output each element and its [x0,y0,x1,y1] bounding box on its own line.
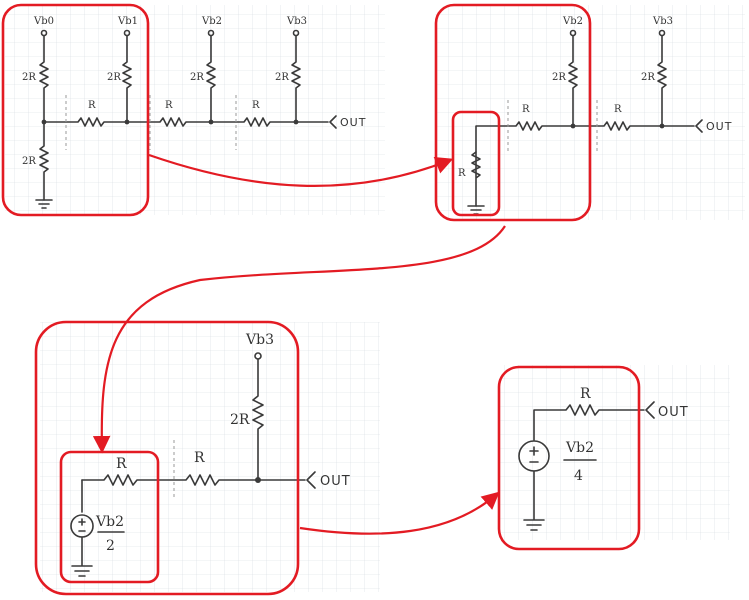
resistor-2r-ground [39,121,49,201]
resistor-2r-vb2 [568,35,578,127]
resistor-2r-vb3 [291,35,301,123]
resistor-r-2 [572,121,663,131]
ground-icon [71,536,93,577]
series-resistors [81,474,259,486]
label-vb3: Vb3 [286,16,307,27]
label-out-3: OUT [320,474,351,489]
graph-paper-3 [40,322,380,592]
resistor-2r-vb3 [252,358,264,481]
label-2r-a: 2R [552,72,566,83]
highlight-box-panel1-left [1,3,150,217]
label-vb0: Vb0 [33,16,54,27]
label-out-4: OUT [658,405,689,420]
label-2r-a: 2R [22,72,36,83]
label-r-2: R [194,450,205,466]
highlight-box-panel2 [434,3,592,222]
graph-paper-1 [5,5,385,215]
label-r-2: R [614,104,622,115]
arrow-1-to-2 [148,153,454,187]
arrow-2-to-3 [92,225,506,454]
panel-1-circuit: Vb0 Vb1 Vb2 Vb3 2R 2R 2R 2R R R R OUT 2R [22,16,366,209]
series-resistor-and-output [533,401,655,441]
label-vb2: Vb2 [201,16,222,27]
wire [475,125,501,153]
label-vb3: Vb3 [245,332,274,348]
resistor-r-equiv [471,151,481,207]
output-arrow [295,115,337,129]
label-r: R [580,386,591,402]
label-source-den: 2 [106,538,115,554]
label-2r: 2R [230,412,250,428]
output-arrow [661,119,703,133]
label-2r-b: 2R [107,72,121,83]
label-r-1: R [522,104,530,115]
label-2r-c: 2R [190,72,204,83]
arrow-3-to-4 [299,491,500,535]
resistor-2r-vb3 [657,35,667,127]
graph-paper-4 [500,365,730,540]
resistor-r-2 [126,117,212,127]
resistor-r-3 [210,117,297,127]
node [570,123,576,129]
label-r-2: R [165,100,173,111]
label-out-2: OUT [706,120,732,133]
label-2r-d: 2R [275,72,289,83]
ground-icon [523,470,545,531]
resistor-r-1 [499,121,574,131]
label-2r-ground: 2R [22,156,36,167]
highlight-box-panel3 [34,320,300,596]
label-r-3: R [252,100,260,111]
node [208,119,214,125]
node [124,119,130,125]
label-vb1: Vb1 [117,16,138,27]
label-r-1: R [88,100,96,111]
highlight-box-panel4 [497,365,641,551]
resistor-2r-vb0 [39,35,49,123]
polarity-icon [78,518,86,532]
label-source-den: 4 [574,468,583,484]
resistor-r-1 [43,117,128,127]
label-2r-b: 2R [641,72,655,83]
ground-icon [35,199,53,209]
panel-2-circuit: Vb2 Vb3 2R 2R R R R OUT [458,16,732,215]
label-vb3: Vb3 [652,16,673,27]
label-vb2: Vb2 [562,16,583,27]
panel-3-circuit: Vb3 2R Vb2 2 R R OUT [70,332,351,577]
label-source-num: Vb2 [565,440,594,456]
resistor-2r-vb1 [122,35,132,123]
polarity-icon [529,446,539,463]
label-source-num: Vb2 [95,514,124,530]
label-r-equiv: R [458,168,466,179]
label-r-1: R [116,456,127,472]
label-out-1: OUT [340,116,366,129]
resistor-2r-vb2 [206,35,216,123]
panel-4-circuit: R Vb2 4 OUT [518,386,689,531]
